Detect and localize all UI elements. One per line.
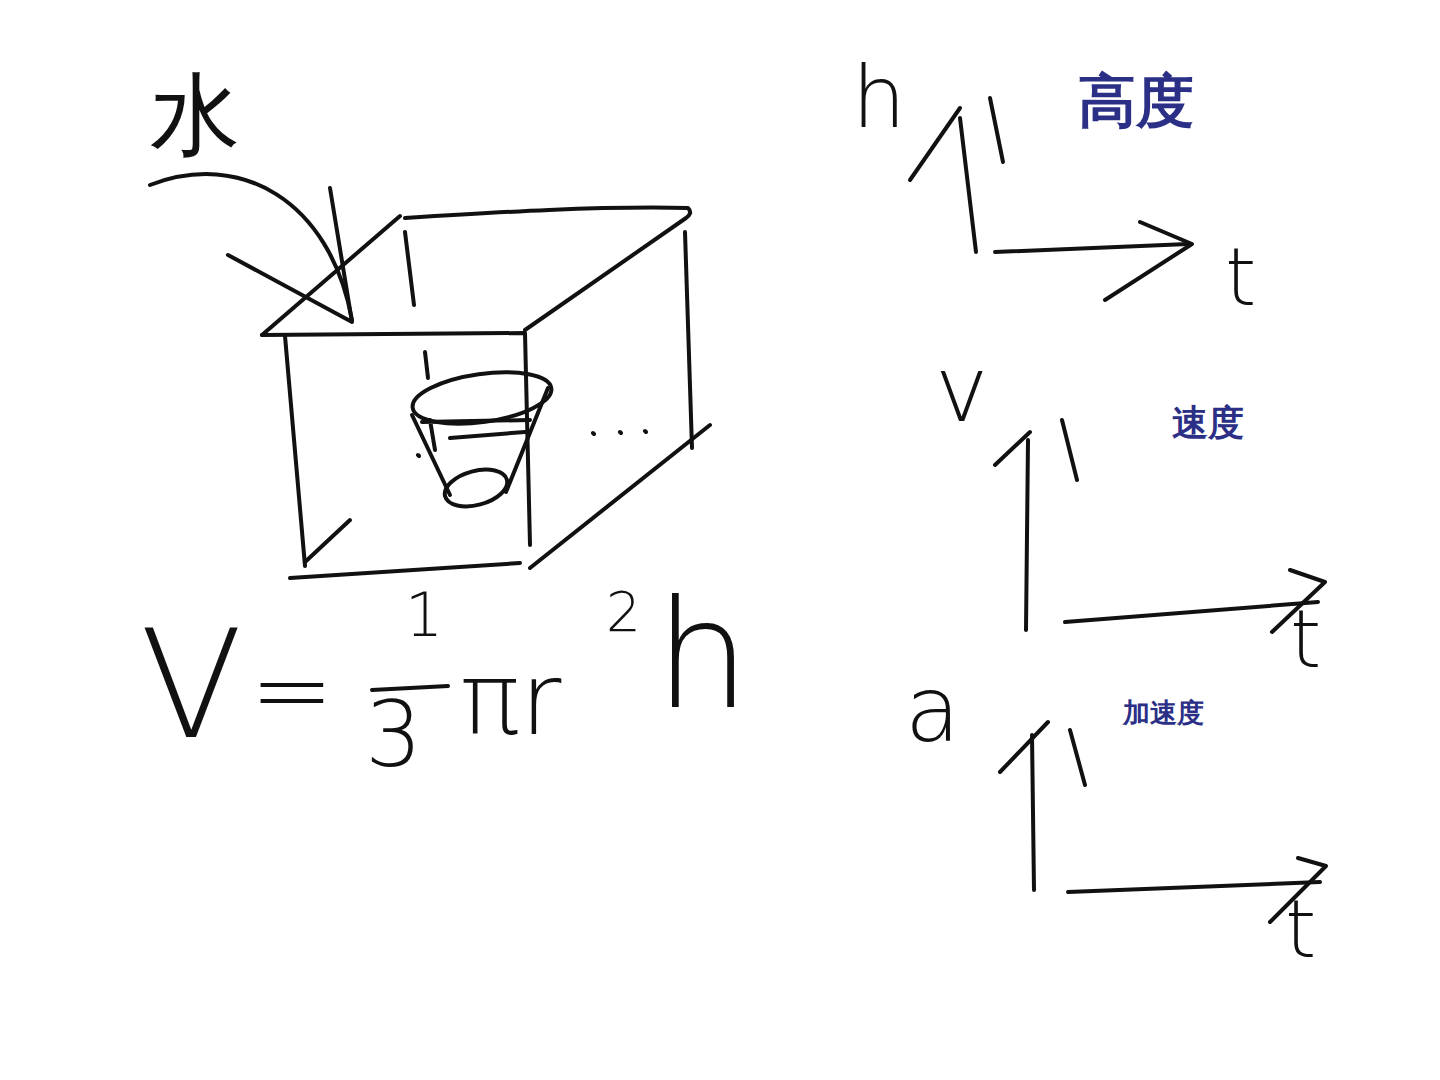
formula-part: V (140, 610, 243, 760)
y-axis (960, 118, 976, 252)
dots (418, 431, 646, 456)
formula-part: = (250, 640, 334, 740)
cone-bottom (441, 463, 512, 512)
axis-arrowhead (1105, 222, 1192, 300)
box-bottom-right (530, 425, 710, 568)
box-right-back (685, 232, 692, 448)
formula-part: 2 (606, 585, 641, 640)
box-front-left (285, 336, 305, 566)
inflow-arrowhead (228, 188, 352, 322)
x-axis (1065, 602, 1318, 622)
water-label: 水 (150, 70, 240, 160)
formula-part: 1 (405, 585, 443, 645)
box-front-bottom (290, 563, 520, 578)
x-axis (1068, 882, 1320, 892)
axis-label: a (905, 665, 960, 755)
y-axis (1032, 735, 1034, 890)
axis-arrowhead (995, 420, 1077, 480)
formula-part: h (655, 580, 750, 730)
box-hidden-edge (405, 232, 414, 305)
cone-water-lines (422, 420, 530, 450)
plot-title: 加速度 (1123, 700, 1204, 727)
x-axis (995, 244, 1188, 252)
inflow-curve (150, 174, 352, 320)
axis-arrowhead (1000, 722, 1085, 785)
formula-part: 3 (365, 690, 422, 780)
axis-arrowhead (910, 98, 1003, 180)
y-axis (1026, 440, 1028, 630)
box-hidden-edge (425, 352, 428, 378)
axis-label: v (935, 345, 988, 435)
axis-label: h (852, 55, 906, 140)
box-top-left (262, 216, 400, 335)
axis-label: t (1285, 890, 1316, 970)
cone-side (506, 388, 548, 492)
box-top-back (405, 208, 690, 330)
axis-label: t (1225, 238, 1256, 318)
plot-title: 高度 (1078, 72, 1194, 130)
plot-title: 速度 (1172, 405, 1244, 441)
box-hidden-edge (305, 520, 350, 562)
formula-part: πr (460, 650, 561, 750)
axis-label: t (1290, 600, 1321, 680)
